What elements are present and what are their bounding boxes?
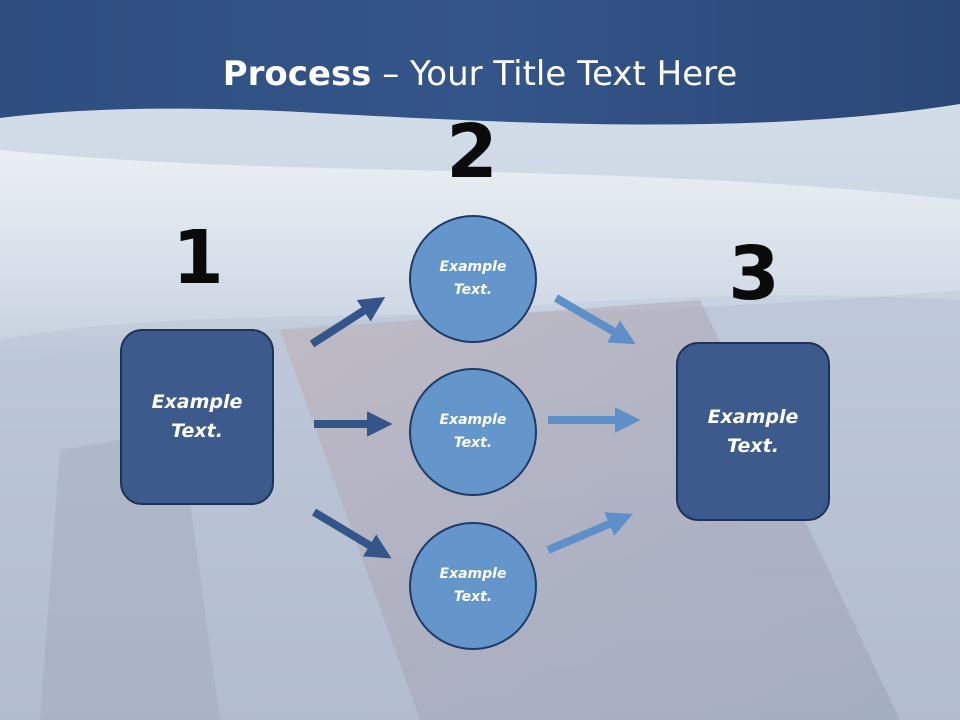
title-rest: – Your Title Text Here	[371, 54, 738, 94]
step-number-1: 1	[172, 215, 224, 301]
step-2-circle-middle: Example Text.	[409, 368, 537, 496]
step-1-box: Example Text.	[120, 329, 274, 505]
step-number-2: 2	[446, 109, 498, 195]
step-3-box: Example Text.	[676, 342, 830, 521]
arrow-1-to-2c	[311, 508, 392, 559]
circle-text: Example Text.	[439, 412, 507, 451]
slide-title: Process – Your Title Text Here	[0, 52, 960, 96]
header-band	[0, 0, 960, 125]
step-2-circle-top: Example Text.	[409, 215, 537, 343]
step-3-text: Example Text.	[707, 405, 799, 457]
circle-text: Example Text.	[439, 566, 507, 605]
arrow-2c-to-3	[546, 512, 633, 554]
step-2-circle-bottom: Example Text.	[409, 522, 537, 650]
arrow-2a-to-3	[553, 294, 636, 345]
title-bold: Process	[222, 54, 372, 94]
step-number-3: 3	[728, 231, 780, 317]
circle-text: Example Text.	[439, 259, 507, 298]
arrow-1-to-2a	[309, 296, 386, 348]
step-1-text: Example Text.	[151, 391, 243, 442]
